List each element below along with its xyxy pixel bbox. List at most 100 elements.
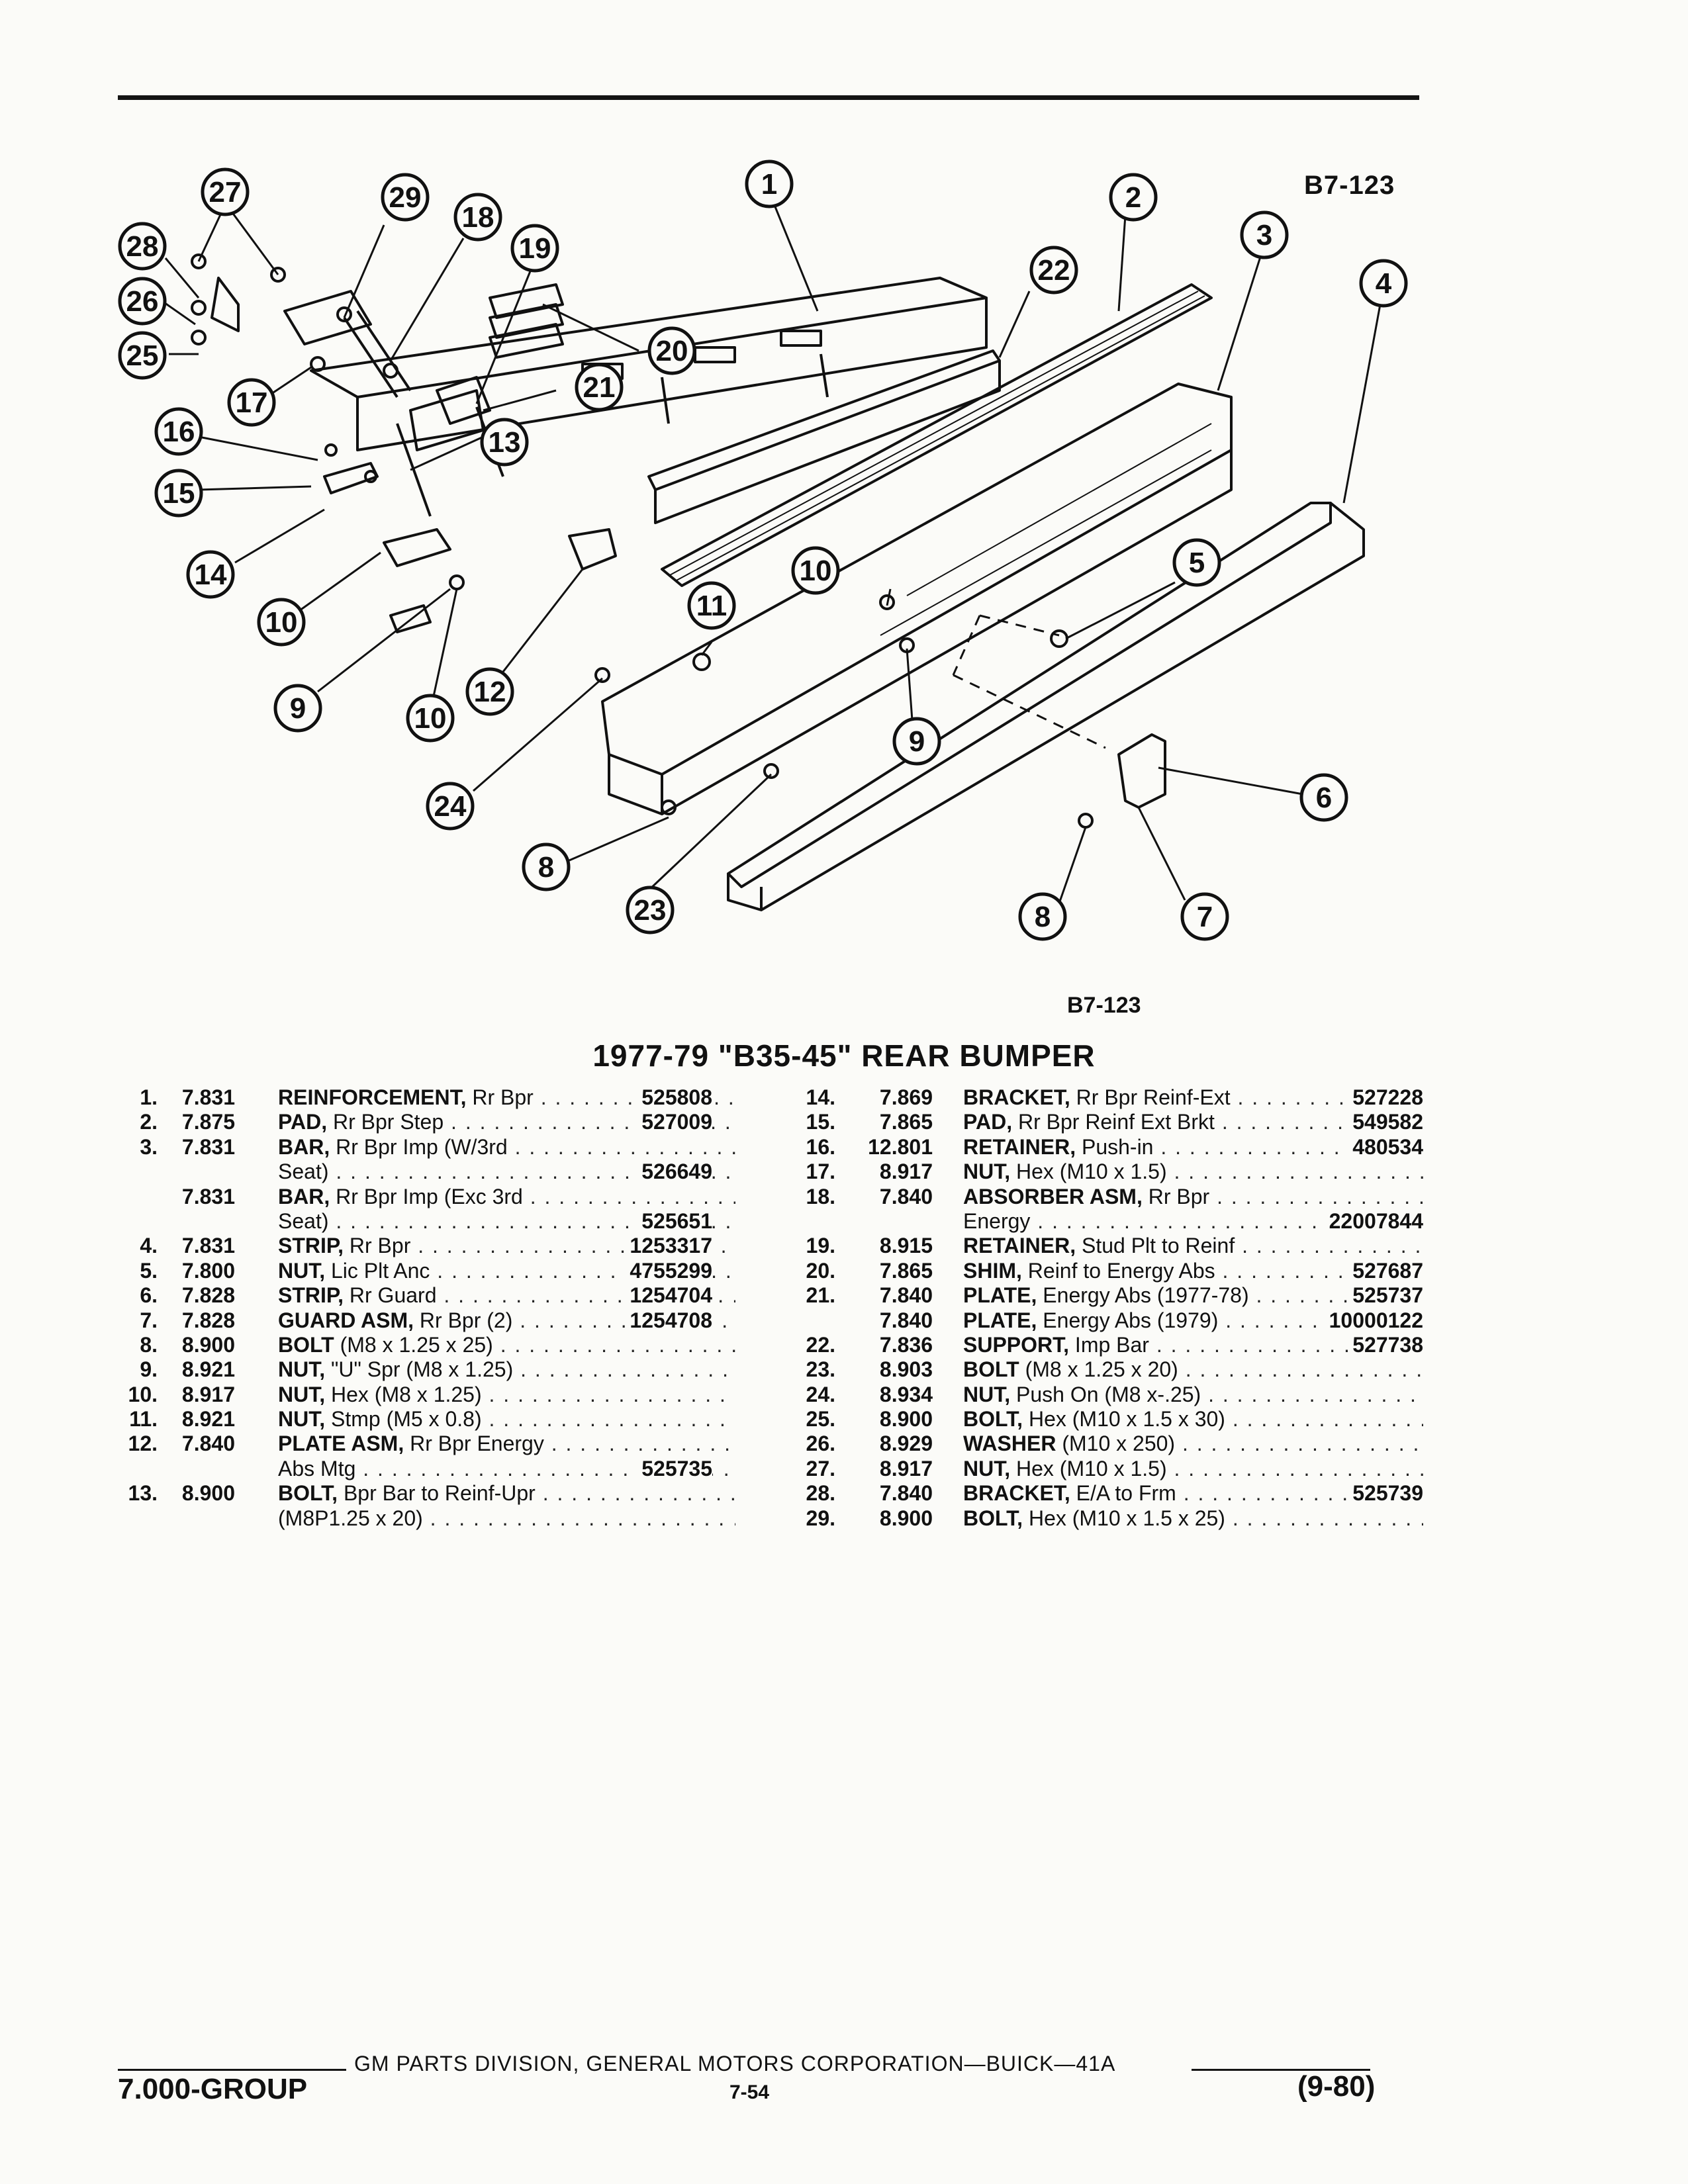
part-detail: Push On (M8 x-.25) [1016, 1382, 1201, 1406]
item-number: 4. [140, 1234, 158, 1258]
callout-15: 15 [154, 469, 203, 518]
part-detail: Energy [963, 1208, 1031, 1233]
callout-14: 14 [186, 550, 235, 599]
parts-row-continuation: (M8P1.25 x 20) . . . . . . . . . . . . .… [117, 1506, 735, 1531]
part-detail: Stud Plt to Reinf [1081, 1234, 1235, 1258]
part-name: RETAINER, [963, 1134, 1076, 1159]
part-detail: Hex (M8 x 1.25) [331, 1382, 482, 1406]
part-detail: (M8P1.25 x 20) [278, 1506, 423, 1530]
callout-number: 9 [290, 692, 306, 725]
item-number: 22. [806, 1332, 835, 1357]
callout-number: 18 [462, 201, 494, 234]
exploded-parts-diagram: 1 2 3 4 5 6 7 8 8 9 9 10 10 10 11 12 13 … [118, 159, 1408, 941]
callout-number: 21 [583, 371, 616, 404]
part-detail: Rr Bpr [349, 1234, 411, 1258]
callout-number: 28 [126, 230, 159, 263]
diagram-code-bottom: B7-123 [1067, 993, 1141, 1018]
part-detail: Rr Bpr (2) [419, 1308, 513, 1332]
part-name: BOLT [963, 1357, 1019, 1382]
group-number: 8.917 [879, 1160, 933, 1184]
part-detail: Imp Bar [1074, 1332, 1149, 1357]
callout-number: 29 [389, 181, 422, 214]
callout-9b: 9 [273, 684, 322, 733]
part-name: BOLT, [278, 1481, 338, 1506]
callout-27: 27 [201, 167, 250, 216]
item-number: 6. [140, 1283, 158, 1308]
callout-5: 5 [1172, 538, 1221, 587]
reinforcement-drawing [310, 277, 988, 517]
item-number: 24. [806, 1382, 835, 1406]
part-description: NUT, Hex (M10 x 1.5) . . . . . . . . . .… [963, 1456, 1423, 1480]
part-number: 22007844 [1325, 1208, 1423, 1234]
part-detail: E/A to Frm [1076, 1481, 1176, 1506]
group-number: 8.903 [879, 1357, 933, 1382]
group-number: 8.915 [879, 1234, 933, 1258]
part-detail: Push-in [1081, 1134, 1154, 1159]
item-number: 25. [806, 1407, 835, 1432]
callout-6: 6 [1299, 773, 1348, 822]
part-detail: Energy Abs (1977-78) [1043, 1283, 1249, 1308]
part-name: PLATE, [963, 1308, 1037, 1332]
item-number: 29. [806, 1506, 835, 1530]
part-name: NUT, [963, 1382, 1011, 1406]
callout-number: 20 [656, 335, 688, 367]
part-description: NUT, Push On (M8 x-.25) . . . . . . . . … [963, 1382, 1423, 1406]
parts-row: 24. 8.934 NUT, Push On (M8 x-.25) . . . . … [788, 1383, 1423, 1407]
callout-number: 15 [163, 477, 195, 510]
top-rule [118, 95, 1419, 100]
part-description: ABSORBER ASM, Rr Bpr . . . . . . . . . .… [963, 1184, 1423, 1208]
callout-26: 26 [118, 277, 167, 326]
part-number: 480534 [1348, 1134, 1423, 1160]
part-name: BOLT, [963, 1506, 1023, 1530]
part-number: 1254708 [626, 1308, 712, 1333]
part-detail: Reinf to Energy Abs [1027, 1258, 1215, 1283]
group-number: 12.801 [868, 1134, 933, 1159]
group-number: 8.900 [181, 1481, 235, 1506]
part-detail: Abs Mtg [278, 1456, 356, 1480]
callout-29: 29 [381, 173, 430, 222]
group-number: 7.828 [181, 1283, 235, 1308]
part-number: 525739 [1348, 1481, 1423, 1506]
callout-24: 24 [426, 782, 475, 831]
callout-number: 12 [474, 676, 506, 708]
item-number: 5. [140, 1258, 158, 1283]
part-name: BAR, [278, 1184, 330, 1208]
callout-number: 10 [265, 606, 298, 639]
callout-number: 11 [696, 590, 727, 622]
callout-number: 10 [414, 702, 447, 735]
callout-23: 23 [626, 886, 675, 934]
part-number: 525737 [1348, 1283, 1423, 1308]
page-title: 1977-79 "B35-45" REAR BUMPER [592, 1038, 1096, 1073]
part-description: BOLT (M8 x 1.25 x 25) . . . . . . . . . … [278, 1332, 735, 1357]
group-number: 7.840 [879, 1481, 933, 1506]
part-number: 549582 [1348, 1110, 1423, 1135]
callout-number: 22 [1038, 254, 1070, 287]
part-name: REINFORCEMENT, [278, 1085, 467, 1109]
part-detail: Rr Bpr Reinf Ext Brkt [1017, 1110, 1215, 1134]
part-name: GUARD ASM, [278, 1308, 414, 1332]
part-name: ABSORBER ASM, [963, 1184, 1143, 1208]
group-number: 8.934 [879, 1382, 933, 1406]
group-number: 7.840 [879, 1184, 933, 1208]
callout-25: 25 [118, 331, 167, 380]
part-detail: Energy Abs (1979) [1043, 1308, 1219, 1332]
footer-page-number: 7-54 [729, 2081, 770, 2103]
part-name: PLATE, [963, 1283, 1037, 1308]
callout-9a: 9 [892, 717, 941, 766]
group-number: 7.831 [181, 1184, 235, 1208]
part-detail: (M8 x 1.25 x 20) [1025, 1357, 1178, 1382]
part-name: STRIP, [278, 1283, 344, 1308]
part-description: BOLT, Hex (M10 x 1.5 x 25) . . . . . . .… [963, 1506, 1423, 1530]
callout-16: 16 [154, 407, 203, 456]
group-number: 7.831 [181, 1085, 235, 1109]
footer-corporation: GM PARTS DIVISION, GENERAL MOTORS CORPOR… [354, 2052, 1116, 2075]
